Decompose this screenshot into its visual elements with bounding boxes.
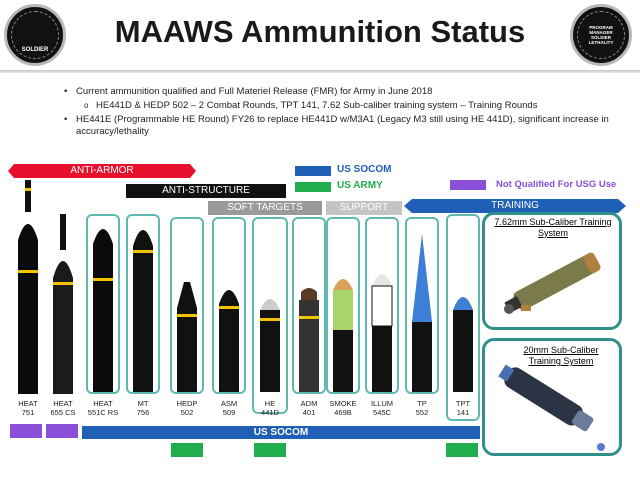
sub-caliber-762-device [504,252,601,314]
sub-caliber-20mm-device [498,364,605,451]
us-socom-bar-label: US SOCOM [253,427,309,438]
legend-not-qualified-label: Not Qualified For USG Use [496,179,617,190]
round-label-text: TP 552 [415,399,429,417]
training-20mm-title: 20mm Sub-Caliber Training System [523,345,599,366]
round-label: HEDP 502 [167,399,207,417]
bullet-list: Current ammunition qualified and Full Ma… [64,86,624,138]
round-heat-751 [18,180,38,394]
not-qualified-tag [10,424,42,438]
support-header: SUPPORT [326,201,402,215]
round-label-text: ASM 509 [220,399,238,417]
slot-tp-552 [405,217,439,394]
round-label-text: HEAT 551C RS [87,399,119,417]
round-label: HE 441D [250,399,290,417]
round-label: ASM 509 [209,399,249,417]
round-mt-756 [133,230,153,392]
slot-he-441d [252,217,288,414]
slot-smoke-469b [326,217,360,394]
training-header: TRAINING [404,199,626,213]
header-divider [0,70,640,73]
bullet-item: HE441E (Programmable HE Round) FY26 to r… [64,114,624,138]
not-qualified-tag [46,424,78,438]
training-762-box: 7.62mm Sub-Caliber Training System [482,212,622,330]
us-socom-bar: US SOCOM [82,426,480,439]
anti-armor-header: ANTI-ARMOR [8,164,196,178]
round-label: TPT 141 [443,399,483,417]
round-label-text: HEDP 502 [176,399,198,417]
round-asm-509 [219,290,239,392]
round-heat-655cs [53,214,73,394]
round-tpt-141 [453,297,473,392]
slot-heat-551c [86,214,120,394]
page-title: MAAWS Ammunition Status [114,14,526,49]
slot-asm-509 [212,217,246,394]
us-army-tag [254,443,286,457]
round-label-text: HEAT 751 [18,399,38,417]
training-20mm-box: 20mm Sub-Caliber Training System [482,338,622,456]
legend-socom-label: US SOCOM [337,164,392,175]
round-label: ADM 401 [289,399,329,417]
bullet-item: Current ammunition qualified and Full Ma… [64,86,624,98]
round-label: ILLUM 545C [362,399,402,417]
sub-bullet-item: HE441D & HEDP 502 – 2 Combat Rounds, TPT… [64,100,624,112]
legend-army-swatch [295,182,331,192]
legend-not-qualified-swatch [450,180,486,190]
round-label: MT 756 [123,399,163,417]
pm-soldier-lethality-logo: PROGRAM MANAGER SOLDIER LETHALITY [570,4,632,66]
round-label-text: TPT 141 [455,399,471,417]
us-army-tag [446,443,478,457]
anti-structure-label: ANTI-STRUCTURE [162,185,250,196]
soft-targets-label: SOFT TARGETS [227,202,303,213]
round-tp-552 [412,234,432,392]
support-label: SUPPORT [339,202,389,213]
round-heat-551c [93,229,113,392]
us-army-tag [171,443,203,457]
anti-structure-header: ANTI-STRUCTURE [126,184,286,198]
slot-illum-545c [365,217,399,394]
training-label: TRAINING [491,200,539,211]
round-smoke-469b [333,279,353,392]
soft-targets-header: SOFT TARGETS [208,201,322,215]
round-label-text: ADM 401 [300,399,318,417]
round-label: HEAT 551C RS [83,399,123,417]
round-label: HEAT 751 [8,399,48,417]
round-illum-545c [371,274,393,392]
slot-tpt-141 [446,214,480,421]
round-label: HEAT 655 CS [43,399,83,417]
legend-army-label: US ARMY [337,180,383,191]
slot-mt-756 [126,214,160,394]
slot-adm-401 [292,217,326,394]
round-label-text: HE 441D [261,399,279,417]
round-label-text: HEAT 655 CS [50,399,76,417]
round-hedp-502 [177,282,197,392]
round-label-text: ILLUM 545C [370,399,394,417]
round-label-text: MT 756 [136,399,150,417]
anti-armor-label: ANTI-ARMOR [70,165,134,176]
legend-socom-swatch [295,166,331,176]
training-762-title: 7.62mm Sub-Caliber Training System [494,217,612,238]
round-adm-401 [299,288,319,392]
round-label: TP 552 [402,399,442,417]
round-label-text: SMOKE 469B [329,399,357,417]
soldier-logo: SOLDIER [4,4,66,66]
round-he-441d [260,299,280,392]
slot-hedp-502 [170,217,204,394]
round-label: SMOKE 469B [323,399,363,417]
